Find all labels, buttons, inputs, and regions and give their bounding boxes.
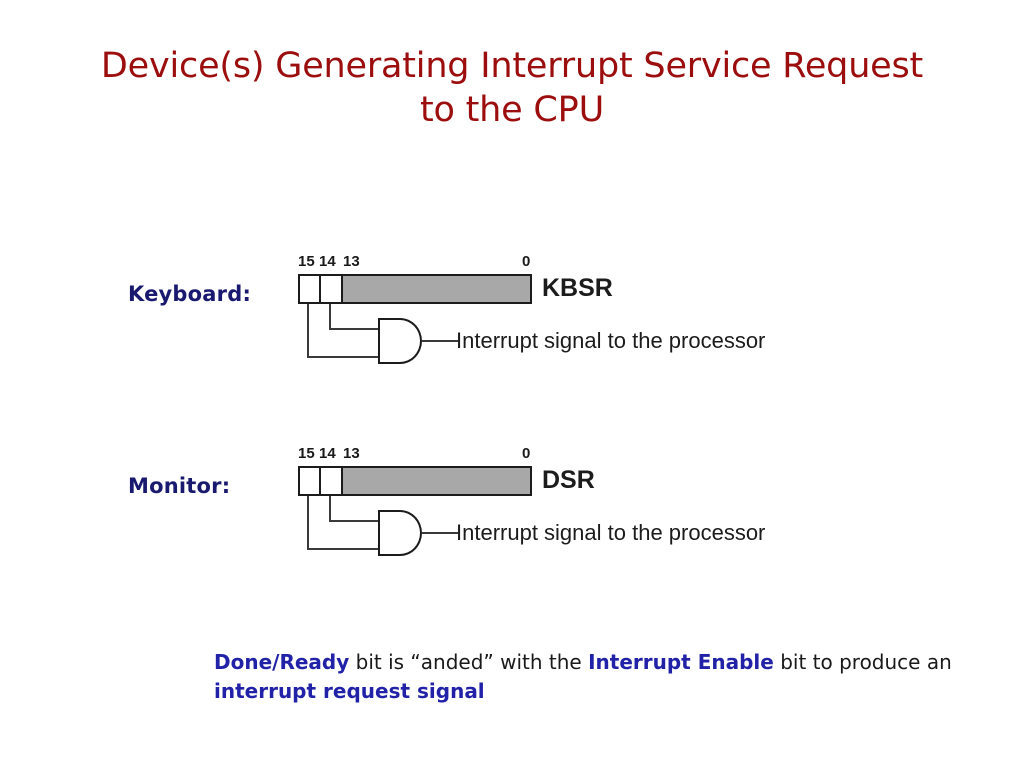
caption-term-done-ready: Done/Ready xyxy=(214,650,350,674)
page-title-line-2: to the CPU xyxy=(420,90,604,130)
wire-bit15-horizontal xyxy=(307,548,389,550)
bit-tick-15: 15 xyxy=(298,445,315,462)
caption-text: Done/Ready bit is “anded” with the Inter… xyxy=(214,648,974,706)
bit-tick-0: 0 xyxy=(522,445,531,462)
caption-segment-2: bit is “anded” with the xyxy=(349,650,589,674)
caption-term-interrupt-enable: Interrupt Enable xyxy=(588,650,774,674)
wire-bit14-horizontal xyxy=(329,520,389,522)
wire-bit14-vertical xyxy=(329,496,331,522)
wire-bit14-horizontal xyxy=(329,328,389,330)
register-bit-cell-15 xyxy=(300,468,321,494)
page-title-line-1: Device(s) Generating Interrupt Service R… xyxy=(100,46,924,86)
register-name-kbsr: KBSR xyxy=(542,274,613,302)
bit-tick-14: 14 xyxy=(319,445,336,462)
register-bit-cell-14 xyxy=(321,468,343,494)
bit-tick-0: 0 xyxy=(522,253,531,270)
bit-tick-15: 15 xyxy=(298,253,315,270)
bit-tick-13: 13 xyxy=(343,253,360,270)
register-bit-cell-15 xyxy=(300,276,321,302)
caption-term-interrupt-request-signal: interrupt request signal xyxy=(214,679,485,703)
and-gate-body xyxy=(378,510,422,556)
wire-bit14-vertical xyxy=(329,304,331,330)
bit-tick-labels-dsr: 15 14 13 0 xyxy=(298,445,534,465)
device-label-monitor: Monitor: xyxy=(128,474,231,498)
device-diagram-keyboard: Keyboard: 15 14 13 0 KBSR Interrupt sign… xyxy=(0,250,1024,390)
register-box-dsr xyxy=(298,466,532,496)
register-graphic-dsr: 15 14 13 0 DSR Interrupt signal to the p… xyxy=(298,442,765,582)
and-gate-icon xyxy=(378,318,422,364)
wire-gate-output xyxy=(422,340,458,342)
device-label-keyboard: Keyboard: xyxy=(128,282,252,306)
register-graphic-kbsr: 15 14 13 0 KBSR Interrupt signal to the … xyxy=(298,250,765,390)
wire-bit15-horizontal xyxy=(307,356,389,358)
wire-bit15-vertical xyxy=(307,496,309,550)
page-title: Device(s) Generating Interrupt Service R… xyxy=(0,44,1024,132)
wire-bit15-vertical xyxy=(307,304,309,358)
register-bit-cell-14 xyxy=(321,276,343,302)
bit-tick-labels-kbsr: 15 14 13 0 xyxy=(298,253,534,273)
device-diagram-monitor: Monitor: 15 14 13 0 DSR Interrupt signal… xyxy=(0,442,1024,582)
bit-tick-14: 14 xyxy=(319,253,336,270)
register-name-dsr: DSR xyxy=(542,466,595,494)
caption-segment-4: bit to produce an xyxy=(773,650,952,674)
bit-tick-13: 13 xyxy=(343,445,360,462)
wire-gate-output xyxy=(422,532,458,534)
interrupt-signal-label-keyboard: Interrupt signal to the processor xyxy=(456,328,766,353)
interrupt-signal-label-monitor: Interrupt signal to the processor xyxy=(456,520,766,545)
and-gate-body xyxy=(378,318,422,364)
register-box-kbsr xyxy=(298,274,532,304)
and-gate-icon xyxy=(378,510,422,556)
